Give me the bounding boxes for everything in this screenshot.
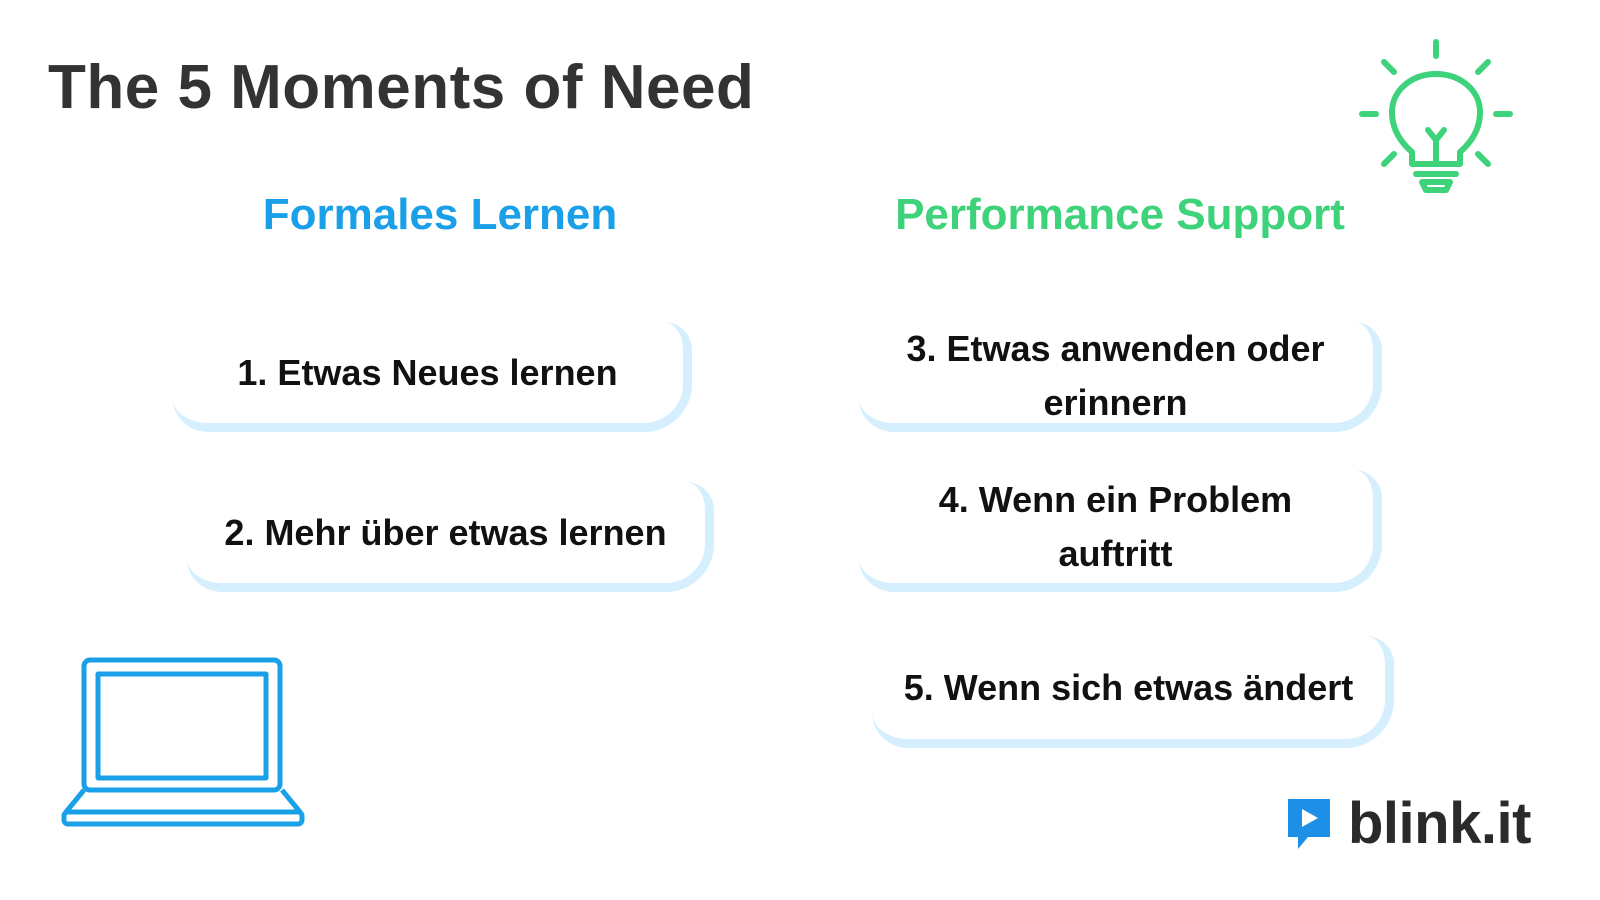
formal-learning-heading: Formales Lernen bbox=[262, 190, 618, 239]
moment-card-1: 1. Etwas Neues lernen bbox=[172, 322, 692, 432]
moment-card-5: 5. Wenn sich etwas ändert bbox=[872, 636, 1394, 748]
blink-logo-text: blink.it bbox=[1348, 791, 1531, 856]
moment-card-4: 4. Wenn ein Problem auftritt bbox=[858, 470, 1382, 592]
moment-label-5: 5. Wenn sich etwas ändert bbox=[903, 666, 1354, 708]
blink-play-icon bbox=[1288, 798, 1330, 849]
blink-logo: blink.it bbox=[1284, 790, 1531, 857]
moment-label-4: 4. Wenn ein Problem auftritt bbox=[938, 478, 1293, 574]
moment-card-3: 3. Etwas anwenden oder erinnern bbox=[858, 322, 1382, 432]
lightbulb-icon bbox=[1359, 39, 1513, 193]
moment-label-1: 1. Etwas Neues lernen bbox=[237, 351, 618, 393]
page-title: The 5 Moments of Need bbox=[48, 53, 755, 122]
performance-support-heading: Performance Support bbox=[895, 190, 1345, 239]
moment-label-3: 3. Etwas anwenden oder erinnern bbox=[906, 327, 1325, 423]
moment-card-2: 2. Mehr über etwas lernen bbox=[186, 482, 714, 592]
laptop-icon bbox=[61, 657, 305, 827]
moment-label-2: 2. Mehr über etwas lernen bbox=[224, 511, 667, 553]
